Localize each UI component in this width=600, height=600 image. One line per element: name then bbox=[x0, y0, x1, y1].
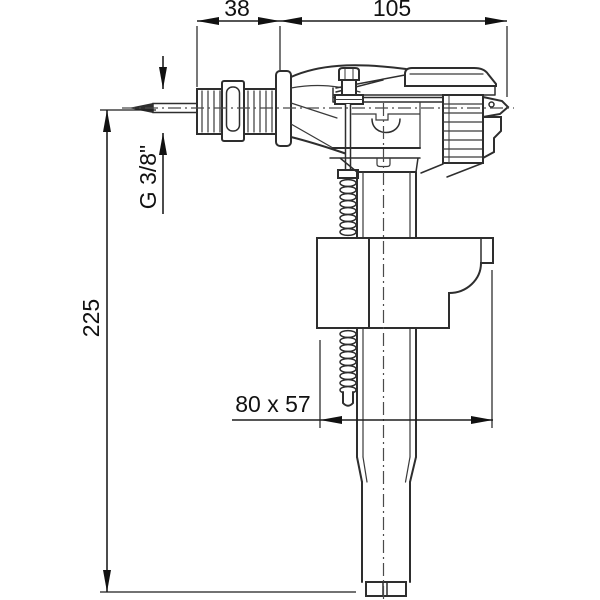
dim-thread: G 3/8" bbox=[135, 56, 167, 214]
arrowhead bbox=[159, 67, 167, 89]
valve-cap bbox=[404, 67, 497, 87]
arrowhead bbox=[159, 133, 167, 155]
push-rod-spring-upper bbox=[339, 178, 357, 237]
adjustment-screw bbox=[334, 67, 364, 179]
float-cup bbox=[316, 237, 494, 329]
arrowhead bbox=[197, 17, 219, 25]
horn-fin-3 bbox=[290, 123, 334, 149]
dim-105-label: 105 bbox=[373, 0, 411, 21]
beak-pivot-dot bbox=[488, 101, 495, 108]
nut-body bbox=[221, 80, 245, 142]
dim-225: 225 bbox=[78, 109, 356, 593]
outlet-shank bbox=[356, 456, 417, 597]
side-block bbox=[482, 116, 502, 160]
horn-fin-2 bbox=[290, 102, 338, 119]
screw-head-facets bbox=[344, 68, 354, 81]
valve-seat-arc bbox=[371, 118, 401, 134]
head-body-step bbox=[351, 101, 421, 149]
dim-thread-label: G 3/8" bbox=[135, 145, 161, 209]
valve-head bbox=[332, 67, 510, 178]
valve-beak bbox=[482, 95, 510, 119]
adjuster-ribs bbox=[442, 103, 484, 158]
horn-bottom-edge bbox=[290, 136, 348, 155]
float-cup-outline bbox=[316, 237, 494, 329]
rod-stem-fill bbox=[345, 104, 351, 170]
outlet-end-cap bbox=[365, 581, 407, 597]
dim-80x57: 80 x 57 bbox=[232, 270, 493, 428]
rod-stem bbox=[344, 103, 352, 171]
thread-hatching bbox=[201, 90, 273, 133]
head-chamfer-lines bbox=[420, 162, 484, 178]
horn-top-edge bbox=[290, 64, 407, 78]
taper-outer bbox=[356, 456, 417, 483]
screw-head bbox=[338, 67, 360, 81]
screw-neck bbox=[341, 79, 357, 96]
dim-38-label: 38 bbox=[224, 0, 250, 21]
lever-plate bbox=[332, 85, 496, 103]
tube-outline bbox=[332, 147, 421, 458]
taper-inner bbox=[362, 456, 411, 483]
dim-105: 105 bbox=[280, 0, 508, 97]
arrowhead bbox=[320, 416, 342, 424]
arrowhead bbox=[280, 17, 302, 25]
push-rod-spring-lower bbox=[339, 329, 357, 407]
dim-80x57-label: 80 x 57 bbox=[235, 391, 310, 417]
arrowhead bbox=[471, 416, 493, 424]
arrowhead bbox=[103, 570, 111, 592]
dim-225-label: 225 bbox=[78, 299, 104, 337]
tube-collar bbox=[329, 157, 421, 173]
arrowhead bbox=[485, 17, 507, 25]
arrowhead bbox=[258, 17, 280, 25]
shank-walls bbox=[361, 481, 411, 583]
nut-face bbox=[225, 86, 241, 132]
dim-38: 38 bbox=[196, 0, 281, 87]
inlet-nut bbox=[221, 80, 245, 142]
rod-tip bbox=[342, 391, 354, 407]
arrowhead bbox=[103, 110, 111, 132]
